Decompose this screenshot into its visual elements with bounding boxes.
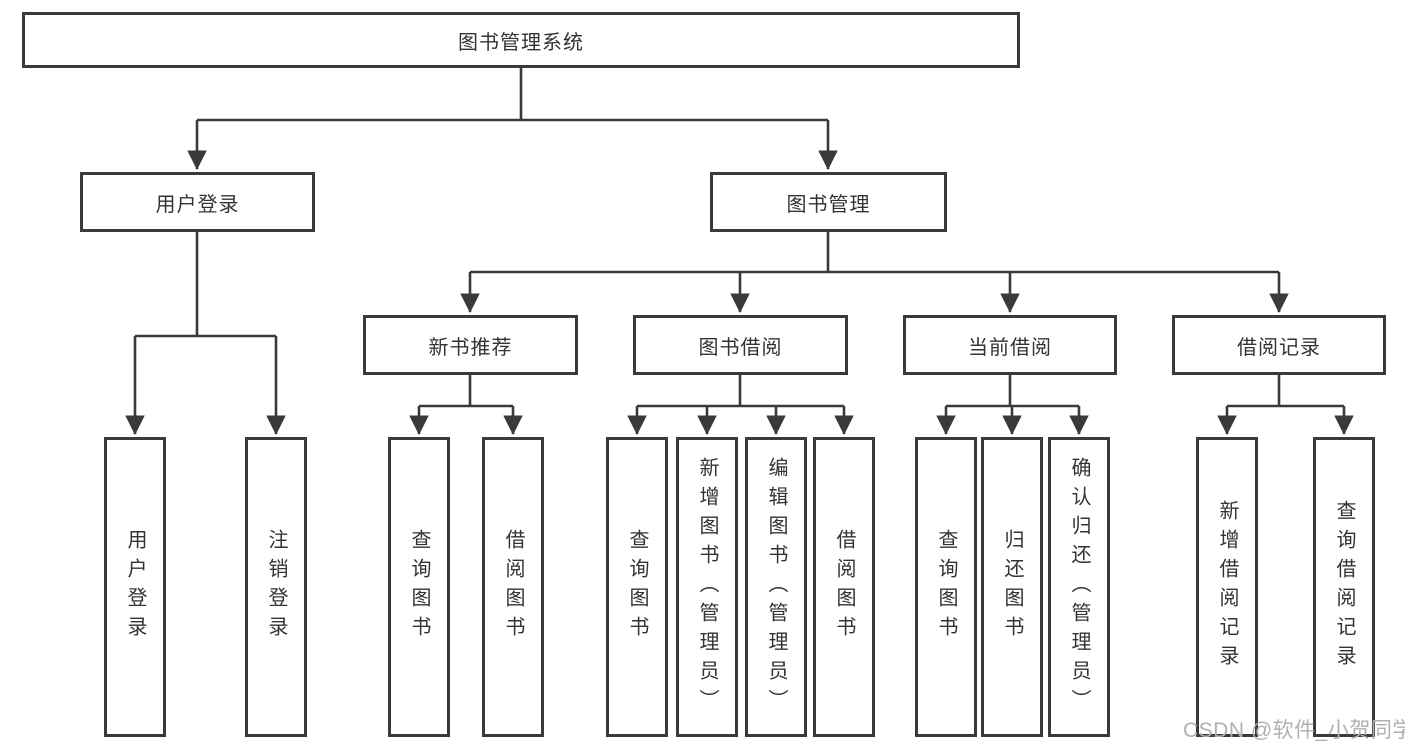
leaf-query-books-recommend: 查询图书	[388, 437, 450, 737]
node-library-system: 图书管理系统	[22, 12, 1020, 68]
leaf-confirm-return-admin: 确认归还（管理员）	[1048, 437, 1110, 737]
csdn-watermark: CSDN @软件_小贺同学	[1183, 719, 1405, 742]
leaf-return-books: 归还图书	[981, 437, 1043, 737]
leaf-query-books-borrowing: 查询图书	[606, 437, 668, 737]
leaf-user-login: 用户登录	[104, 437, 166, 737]
leaf-query-books-current: 查询图书	[915, 437, 977, 737]
leaf-borrow-books-recommend: 借阅图书	[482, 437, 544, 737]
node-book-management: 图书管理	[710, 172, 947, 232]
leaf-edit-books-admin: 编辑图书（管理员）	[745, 437, 807, 737]
node-borrowing-records: 借阅记录	[1172, 315, 1386, 375]
node-book-borrowing: 图书借阅	[633, 315, 848, 375]
leaf-borrow-books: 借阅图书	[813, 437, 875, 737]
leaf-logout: 注销登录	[245, 437, 307, 737]
leaf-add-borrow-record: 新增借阅记录	[1196, 437, 1258, 737]
node-user-login: 用户登录	[80, 172, 315, 232]
leaf-add-books-admin: 新增图书（管理员）	[676, 437, 738, 737]
node-new-book-recommendation: 新书推荐	[363, 315, 578, 375]
connector-bus	[135, 68, 1344, 408]
leaf-query-borrow-record: 查询借阅记录	[1313, 437, 1375, 737]
node-current-borrowing: 当前借阅	[903, 315, 1117, 375]
connector-arrows	[125, 120, 1354, 435]
